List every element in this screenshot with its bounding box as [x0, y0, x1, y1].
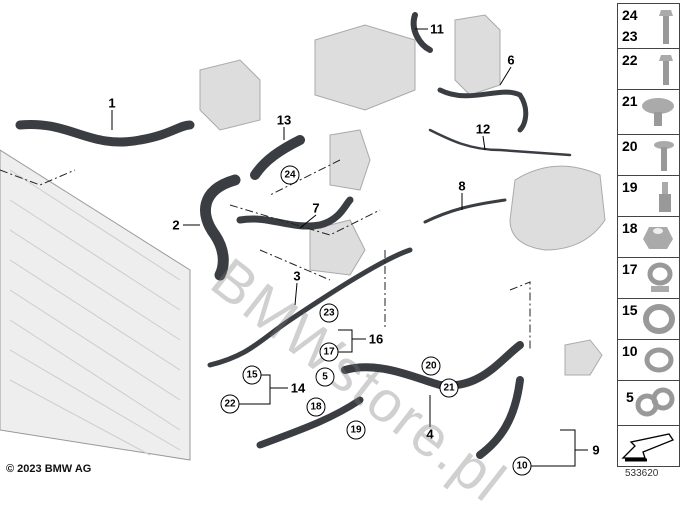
bolt-icon [659, 10, 673, 44]
alternator [314, 24, 416, 111]
heat-valve [309, 219, 366, 276]
callout-24: 24 [280, 165, 300, 185]
expanding-rivet-icon [642, 98, 674, 126]
expansion-tank [509, 165, 606, 251]
pipe-12 [428, 128, 572, 157]
hose-9 [476, 376, 524, 459]
stud-bolt-icon [659, 182, 671, 212]
hose-13 [250, 135, 305, 180]
legend-item-24-23[interactable]: 24 23 [617, 3, 680, 48]
electric-pump [564, 339, 603, 376]
callout-11: 11 [430, 21, 444, 37]
cooling-hoses-diagram [0, 12, 606, 467]
reference-number: 533620 [625, 468, 659, 479]
callout-7: 7 [312, 200, 320, 216]
legend-item-22[interactable]: 22 [617, 48, 680, 89]
callout-19: 19 [346, 420, 366, 440]
legend-item-5[interactable]: 5 [617, 380, 680, 425]
washer-bolt-icon [654, 141, 674, 171]
legend-item-21[interactable]: 21 [617, 89, 680, 134]
hose-7 [236, 196, 354, 230]
arrow-icon [621, 433, 674, 462]
legend-item-15[interactable]: 15 [617, 298, 680, 339]
callout-16: 16 [368, 331, 384, 347]
hose-clamp-icon [644, 347, 674, 373]
callout-22: 22 [220, 394, 240, 414]
callout-4: 4 [426, 426, 434, 442]
callout-20: 20 [421, 356, 441, 376]
water-pump [199, 59, 261, 131]
callout-10: 10 [512, 456, 532, 476]
callout-13: 13 [276, 112, 292, 128]
callout-8: 8 [458, 178, 466, 194]
hose-2 [200, 174, 241, 281]
hose-3 [207, 247, 413, 368]
callout-9: 9 [592, 442, 600, 458]
hose-11 [410, 12, 433, 53]
legend-item-18[interactable]: 18 [617, 216, 680, 257]
callout-1: 1 [108, 95, 116, 111]
double-clip-icon [635, 387, 675, 417]
callout-15: 15 [242, 365, 262, 385]
hose-1 [15, 119, 195, 147]
bolt-icon [659, 55, 673, 85]
hex-nut-icon [643, 227, 673, 249]
copyright: © 2023 BMW AG [6, 463, 92, 475]
thermostat [329, 129, 371, 191]
legend-item-19[interactable]: 19 [617, 175, 680, 216]
callout-18: 18 [306, 397, 326, 417]
pipe-8 [423, 198, 507, 224]
callout-6: 6 [507, 52, 515, 68]
legend-item-10[interactable]: 10 [617, 339, 680, 380]
hose-clamp-icon [643, 304, 675, 334]
legend-item-20[interactable]: 20 [617, 134, 680, 175]
callout-5: 5 [315, 367, 335, 387]
callout-12: 12 [475, 121, 491, 137]
parts-legend: 24 23 22 21 20 19 18 17 15 10 5 [617, 3, 680, 467]
hose-14 [256, 396, 364, 449]
callout-3: 3 [293, 268, 301, 284]
radiator [0, 149, 191, 461]
hose-clip-icon [647, 262, 673, 292]
legend-item-17[interactable]: 17 [617, 257, 680, 298]
callout-17: 17 [319, 342, 339, 362]
callout-2: 2 [172, 217, 180, 233]
oil-filter-housing [454, 14, 501, 96]
callout-23: 23 [319, 303, 339, 323]
callout-21: 21 [439, 378, 459, 398]
legend-item-arrow[interactable] [617, 425, 680, 467]
callout-14: 14 [290, 380, 306, 396]
hose-6 [437, 87, 529, 133]
